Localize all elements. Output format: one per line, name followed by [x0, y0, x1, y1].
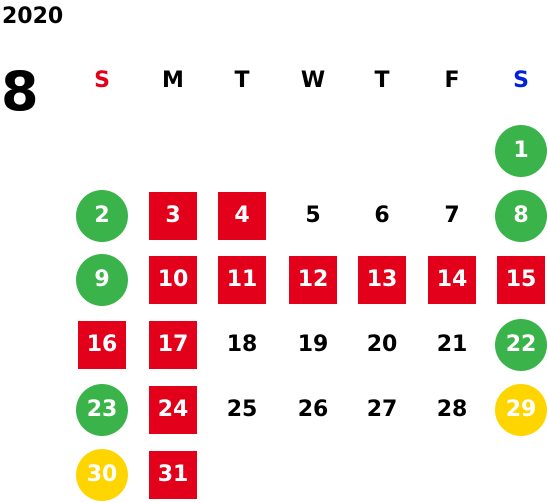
day-cell[interactable]: 16 — [78, 321, 126, 369]
day-cell[interactable]: 1 — [495, 125, 547, 177]
day-cell[interactable]: 15 — [497, 256, 545, 304]
day-cell[interactable]: 18 — [226, 332, 258, 357]
day-cell[interactable]: 26 — [297, 397, 329, 422]
day-cell[interactable]: 30 — [76, 449, 128, 501]
weekday-label: F — [444, 68, 460, 93]
day-cell[interactable]: 25 — [226, 397, 258, 422]
day-cell[interactable]: 21 — [436, 332, 468, 357]
day-cell[interactable]: 6 — [374, 203, 390, 228]
day-cell[interactable]: 23 — [76, 384, 128, 436]
weekday-label: T — [234, 68, 250, 93]
day-cell[interactable]: 29 — [495, 384, 547, 436]
day-cell[interactable]: 17 — [149, 321, 197, 369]
day-cell[interactable]: 10 — [149, 256, 197, 304]
weekday-label: M — [162, 68, 184, 93]
day-cell[interactable]: 24 — [149, 386, 197, 434]
day-cell[interactable]: 28 — [436, 397, 468, 422]
day-cell[interactable]: 31 — [149, 451, 197, 499]
day-cell[interactable]: 27 — [366, 397, 398, 422]
weekday-label: S — [94, 68, 110, 93]
weekday-label: T — [374, 68, 390, 93]
day-cell[interactable]: 2 — [76, 190, 128, 242]
day-cell[interactable]: 22 — [495, 319, 547, 371]
weekday-label: W — [300, 68, 326, 93]
day-cell[interactable]: 4 — [218, 192, 266, 240]
day-cell[interactable]: 13 — [358, 256, 406, 304]
weekday-label: S — [513, 68, 529, 93]
day-cell[interactable]: 5 — [305, 203, 321, 228]
day-cell[interactable]: 8 — [495, 190, 547, 242]
day-cell[interactable]: 11 — [218, 256, 266, 304]
month-label: 8 — [1, 60, 39, 123]
day-cell[interactable]: 14 — [428, 256, 476, 304]
day-cell[interactable]: 7 — [444, 203, 460, 228]
day-cell[interactable]: 9 — [76, 254, 128, 306]
day-cell[interactable]: 20 — [366, 332, 398, 357]
year-label: 2020 — [2, 4, 64, 29]
day-cell[interactable]: 19 — [297, 332, 329, 357]
day-cell[interactable]: 12 — [289, 256, 337, 304]
day-cell[interactable]: 3 — [149, 192, 197, 240]
